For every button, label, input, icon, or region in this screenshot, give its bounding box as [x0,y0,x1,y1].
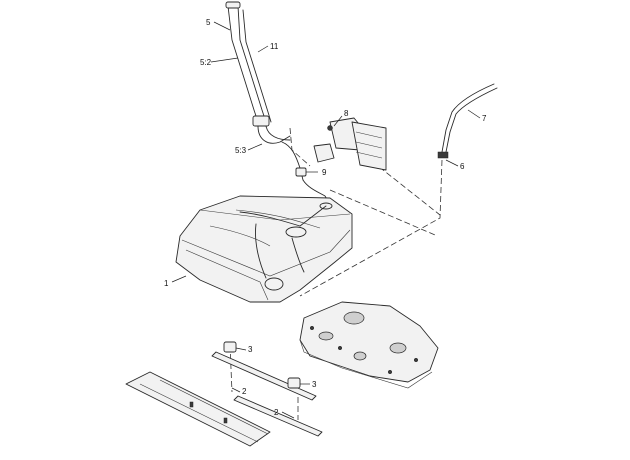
callout-5-2: 5:2 [200,58,212,67]
filler-hose [225,1,291,144]
callout-7: 7 [482,114,487,123]
callout-2b: 2 [274,408,279,417]
fuel-tank [175,195,353,303]
callout-1: 1 [164,279,169,288]
channel-rail [125,371,271,447]
vent-line [281,141,331,205]
callout-3a: 3 [248,345,253,354]
callout-6: 6 [460,162,465,171]
callout-3b: 3 [312,380,317,389]
callout-9: 9 [322,168,327,177]
callout-5-3: 5:3 [235,146,247,155]
callout-11: 11 [270,42,279,51]
callout-2a: 2 [242,387,247,396]
callout-5: 5 [206,18,211,27]
callout-8: 8 [344,109,349,118]
valve-bracket [313,117,387,171]
breather-hose [437,83,498,159]
mounting-plate [299,301,439,389]
callout-labels: 5 11 5:2 5:3 8 9 7 6 1 3 3 2 2 [164,18,487,419]
bolts [223,341,301,389]
